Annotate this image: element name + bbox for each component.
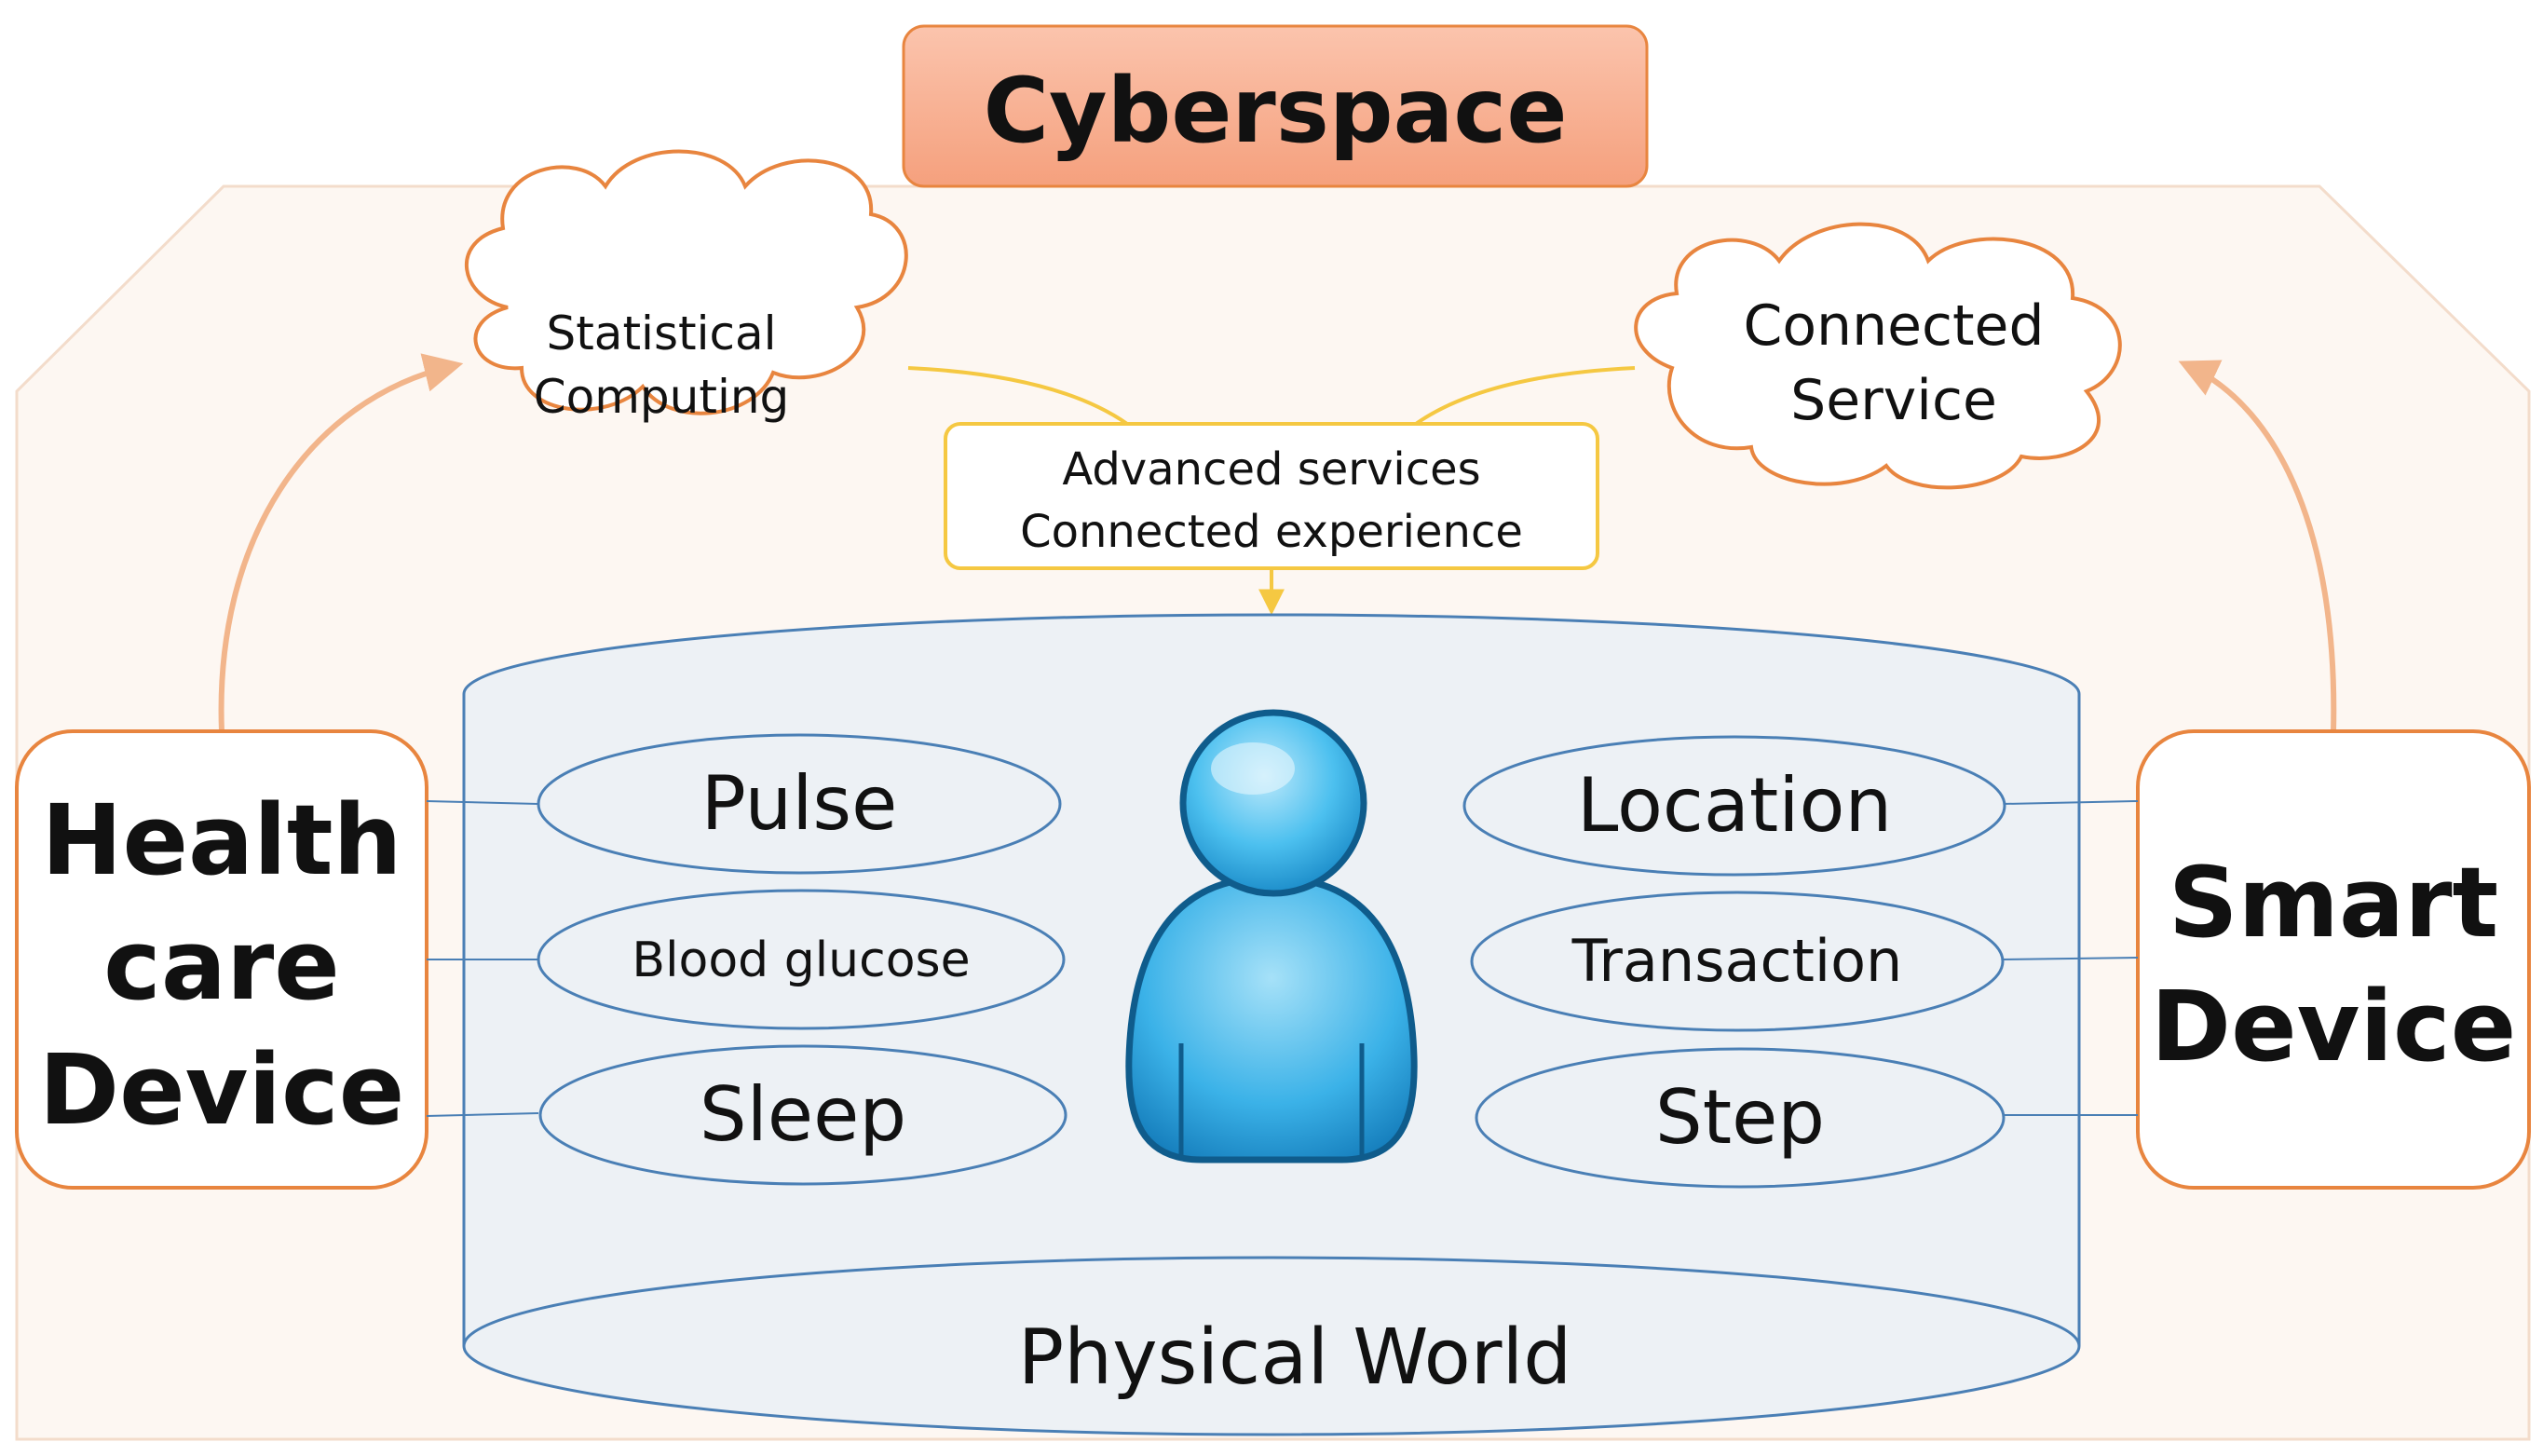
blood-glucose-ellipse — [537, 889, 1066, 1030]
connector-sleep — [426, 1112, 539, 1117]
transaction-label: Transaction — [1571, 927, 1903, 995]
cloud-left-line1: Statistical — [546, 306, 776, 361]
blood-glucose-label: Blood glucose — [632, 932, 970, 988]
transaction-ellipse — [1470, 891, 2005, 1032]
physical-world-label: Physical World — [1018, 1313, 1572, 1402]
left-attribute-list: Pulse Blood glucose Sleep — [537, 733, 1068, 1186]
healthcare-device-line3: Device — [39, 1033, 405, 1147]
cloud-left-line2: Computing — [534, 370, 790, 424]
arrow-health-to-cloud — [218, 353, 464, 732]
healthcare-device-line1: Health — [41, 783, 401, 897]
connector-left-cloud — [907, 366, 1129, 426]
cloud-right-line2: Service — [1790, 368, 1997, 433]
connector-transaction — [2002, 957, 2139, 960]
step-label: Step — [1655, 1074, 1825, 1161]
page-title: Cyberspace — [984, 59, 1568, 163]
step-ellipse — [1475, 1047, 2006, 1189]
connector-pulse — [426, 800, 539, 805]
smart-device-line2: Device — [2151, 970, 2517, 1083]
connector-lines — [426, 800, 2139, 1117]
arrow-smart-to-cloud — [2178, 360, 2337, 732]
smart-device-box — [2136, 729, 2531, 1190]
cloud-right: Connected Service — [1634, 222, 2122, 490]
sleep-ellipse — [538, 1044, 1068, 1186]
right-attribute-list: Location Transaction Step — [1462, 735, 2006, 1189]
cloud-left: Statistical Computing — [465, 149, 908, 424]
location-label: Location — [1577, 762, 1892, 849]
connector-right-cloud — [1414, 366, 1636, 426]
pulse-ellipse — [537, 733, 1062, 875]
location-ellipse — [1462, 735, 2006, 877]
cloud-right-line1: Connected — [1743, 293, 2044, 359]
smart-device-line1: Smart — [2169, 846, 2498, 959]
sleep-label: Sleep — [700, 1071, 906, 1158]
pulse-label: Pulse — [701, 760, 898, 847]
services-line2: Connected experience — [1020, 506, 1523, 558]
connector-location — [2002, 800, 2139, 805]
services-line1: Advanced services — [1062, 443, 1480, 496]
healthcare-device-line2: care — [103, 908, 340, 1022]
title-box — [902, 24, 1649, 188]
person-icon — [1125, 709, 1418, 1163]
